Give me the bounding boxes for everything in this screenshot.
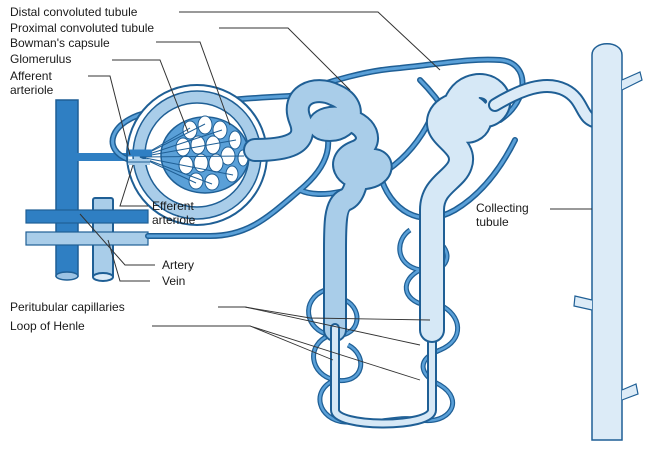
label-proximal-convoluted-tubule: Proximal convoluted tubule — [10, 21, 154, 35]
artery-end — [56, 272, 78, 280]
label-collecting: Collecting — [476, 201, 529, 215]
artery-branch-upper — [26, 210, 148, 223]
label-efferent: Efferent — [152, 199, 194, 213]
label-afferent: Afferent — [10, 69, 52, 83]
artery-vein-group — [26, 100, 148, 281]
connecting-tubule — [495, 86, 598, 122]
label-artery: Artery — [162, 258, 194, 272]
label-loop-of-henle: Loop of Henle — [10, 319, 85, 333]
label-efferent-arteriole: arteriole — [152, 213, 196, 227]
label-afferent-arteriole: arteriole — [10, 83, 54, 97]
label-distal-convoluted-tubule: Distal convoluted tubule — [10, 5, 138, 19]
artery-vertical — [56, 100, 78, 276]
label-vein: Vein — [162, 274, 185, 288]
vein-branch-lower — [26, 232, 148, 245]
vein-end — [93, 273, 113, 281]
label-glomerulus: Glomerulus — [10, 52, 71, 66]
label-peritubular-capillaries: Peritubular capillaries — [10, 300, 125, 314]
loop-of-henle — [335, 328, 432, 424]
label-collecting-tubule: tubule — [476, 215, 509, 229]
label-bowmans-capsule: Bowman's capsule — [10, 36, 110, 50]
